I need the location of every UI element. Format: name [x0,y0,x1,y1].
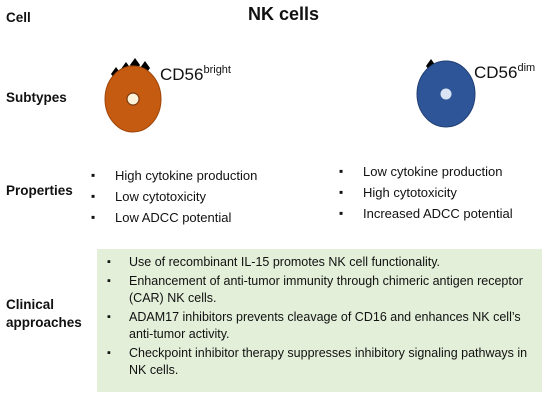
cd56-bright-sup: bright [203,64,231,76]
clinical-item: Use of recombinant IL-15 promotes NK cel… [107,254,528,271]
row-label-subtypes: Subtypes [6,90,67,105]
cd56-dim-label: CD56dim [474,62,535,83]
property-item: Low cytokine production [339,161,513,182]
cd56-bright-cell [104,58,162,133]
row-label-clinical-line2: approaches [6,315,82,330]
cd56-dim-cell [416,59,476,128]
cd56-dim-name: CD56 [474,63,518,82]
cd56-dim-properties: Low cytokine production High cytotoxicit… [339,161,513,224]
clinical-item: ADAM17 inhibitors prevents cleavage of C… [107,309,528,343]
row-label-cell: Cell [6,10,31,25]
cd56-bright-properties: High cytokine production Low cytotoxicit… [91,165,257,228]
diagram-title: NK cells [248,4,320,24]
clinical-approaches-box: Use of recombinant IL-15 promotes NK cel… [97,249,542,392]
property-item: High cytotoxicity [339,182,513,203]
clinical-item: Enhancement of anti-tumor immunity throu… [107,273,528,307]
property-item: High cytokine production [91,165,257,186]
row-label-clinical-line1: Clinical [6,297,55,312]
row-label-clinical: Clinical approaches [6,296,82,332]
property-item: Low cytotoxicity [91,186,257,207]
property-item: Increased ADCC potential [339,203,513,224]
cd56-bright-name: CD56 [160,65,204,84]
row-label-properties: Properties [6,183,73,198]
cd56-dim-nucleus [440,88,452,100]
cd56-dim-sup: dim [517,62,536,74]
cd56-bright-nucleus [126,92,140,106]
clinical-approaches-list: Use of recombinant IL-15 promotes NK cel… [107,254,528,379]
property-item: Low ADCC potential [91,207,257,228]
cd56-bright-label: CD56bright [160,64,231,85]
clinical-item: Checkpoint inhibitor therapy suppresses … [107,345,528,379]
